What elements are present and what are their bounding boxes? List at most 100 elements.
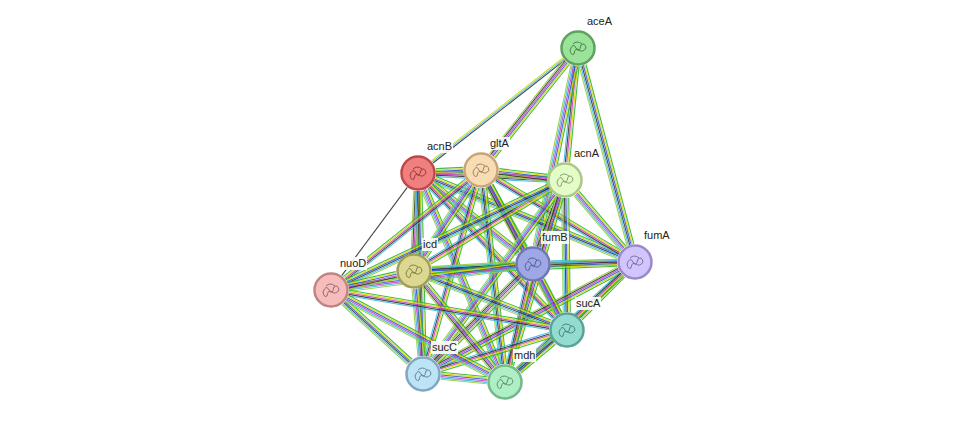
evidence-line: [439, 271, 619, 366]
evidence-line: [539, 281, 557, 315]
evidence-line: [346, 301, 411, 361]
node-circle: [617, 244, 653, 280]
evidence-line: [576, 194, 623, 249]
protein-node: acnA: [547, 162, 583, 198]
evidence-line: [577, 193, 624, 248]
node-label: gltA: [489, 137, 510, 150]
protein-structure: [406, 265, 422, 278]
protein-structure: [570, 42, 586, 55]
node-label: mdh: [513, 349, 536, 362]
evidence-line: [349, 293, 550, 327]
protein-node: icd: [396, 253, 432, 289]
node-circle: [400, 155, 436, 191]
node-circle: [405, 356, 441, 392]
node-circle: [489, 366, 522, 399]
node-circle: [398, 255, 431, 288]
evidence-line: [348, 190, 549, 285]
protein-node: fumA: [617, 244, 653, 280]
node-circle: [551, 314, 584, 347]
node-circle: [315, 274, 348, 307]
protein-node: fumB: [515, 246, 551, 282]
interaction-edge: [574, 191, 626, 250]
evidence-line: [424, 286, 492, 369]
evidence-line: [542, 280, 560, 314]
evidence-line: [412, 289, 418, 356]
node-label: acnA: [573, 147, 600, 160]
node-label: aceA: [586, 15, 613, 28]
evidence-line: [349, 277, 397, 288]
node-circle: [547, 162, 583, 198]
protein-node: aceA: [560, 30, 596, 66]
protein-structure: [559, 324, 575, 337]
evidence-line: [349, 191, 550, 286]
protein-structure: [415, 368, 431, 381]
interaction-edge: [346, 184, 550, 285]
evidence-line: [349, 276, 397, 287]
evidence-line: [562, 198, 564, 312]
node-label: sucC: [431, 341, 458, 354]
evidence-line: [349, 292, 550, 326]
evidence-line: [413, 289, 419, 356]
protein-structure: [627, 256, 643, 269]
evidence-line: [349, 278, 397, 289]
node-label: fumB: [541, 231, 569, 244]
evidence-line: [347, 300, 412, 360]
node-circle: [463, 152, 499, 188]
node-circle: [313, 272, 349, 308]
evidence-line: [579, 191, 626, 246]
protein-node: sucA: [549, 312, 585, 348]
node-circle: [396, 253, 432, 289]
protein-structure: [410, 167, 426, 180]
node-circle: [562, 32, 595, 65]
protein-node: sucC: [405, 356, 441, 392]
evidence-line: [575, 195, 622, 250]
node-label: fumA: [643, 229, 671, 242]
node-label: nuoD: [339, 257, 367, 270]
interaction-edge: [342, 300, 412, 365]
node-label: acnB: [426, 140, 453, 153]
evidence-line: [348, 188, 549, 283]
protein-node: nuoD: [313, 272, 349, 308]
node-circle: [549, 312, 585, 348]
node-circle: [402, 157, 435, 190]
node-label: sucA: [575, 297, 601, 310]
evidence-line: [539, 66, 577, 247]
interaction-edge: [348, 263, 515, 291]
evidence-line: [415, 289, 421, 356]
protein-node: gltA: [463, 152, 499, 188]
interaction-edge: [498, 169, 547, 182]
evidence-line: [499, 173, 547, 179]
interaction-edge: [441, 372, 488, 383]
evidence-line: [538, 282, 556, 316]
evidence-line: [489, 60, 564, 154]
evidence-line: [541, 280, 559, 314]
protein-structure: [557, 174, 573, 187]
node-circle: [465, 154, 498, 187]
protein-structure: [473, 164, 489, 177]
interaction-edge: [348, 290, 549, 330]
evidence-line: [441, 379, 487, 384]
node-circle: [560, 30, 596, 66]
protein-structure: [497, 376, 513, 389]
protein-structure: [323, 284, 339, 297]
node-circle: [487, 364, 523, 400]
node-circle: [517, 248, 550, 281]
interaction-edge: [348, 272, 397, 290]
interaction-edge: [421, 183, 474, 258]
protein-node: acnB: [400, 155, 436, 191]
evidence-line: [349, 267, 515, 288]
evidence-line: [498, 176, 546, 182]
evidence-line: [499, 174, 547, 180]
node-circle: [407, 358, 440, 391]
protein-structure: [525, 258, 541, 271]
interaction-edge: [538, 278, 562, 315]
evidence-line: [349, 268, 515, 289]
node-circle: [619, 246, 652, 279]
node-circle: [515, 246, 551, 282]
node-circle: [549, 164, 582, 197]
evidence-line: [574, 196, 621, 251]
interaction-edge: [412, 289, 425, 357]
protein-node: mdh: [487, 364, 523, 400]
node-label: icd: [422, 238, 438, 251]
